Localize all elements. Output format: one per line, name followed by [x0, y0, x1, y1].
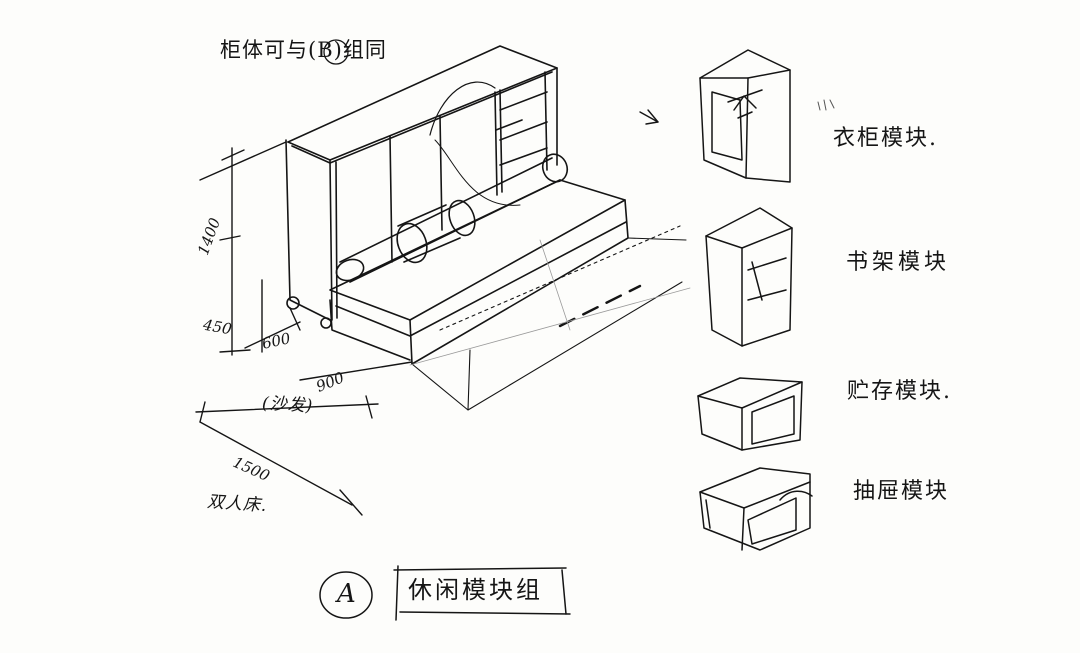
- storage-module-sketch: [697, 377, 803, 451]
- bed-label: 双人床.: [206, 491, 269, 517]
- title-frame: [319, 565, 571, 621]
- note-badge-ring: [323, 39, 349, 65]
- dimension-lines: [195, 141, 413, 516]
- group-badge: A: [337, 579, 356, 609]
- drawer-module-label: 抽屉模块: [853, 479, 950, 504]
- bed-extension-sketch: [409, 225, 691, 411]
- pointer-arrow: [639, 109, 659, 125]
- main-module-sketch: [285, 45, 629, 365]
- bookshelf-module-sketch: [705, 207, 793, 347]
- bookshelf-module-label: 书架模块: [846, 250, 951, 275]
- drawing-title: 休闲模块组: [408, 576, 543, 604]
- scribble: [817, 99, 835, 111]
- storage-module-label: 贮存模块.: [847, 379, 952, 404]
- cabinet-note: 柜体可与(B)组同: [220, 38, 387, 62]
- wardrobe-module-label: 衣柜模块.: [833, 126, 938, 151]
- sofa-label: (沙发): [261, 393, 314, 417]
- drawer-module-sketch: [699, 467, 813, 551]
- wardrobe-module-sketch: [699, 49, 791, 183]
